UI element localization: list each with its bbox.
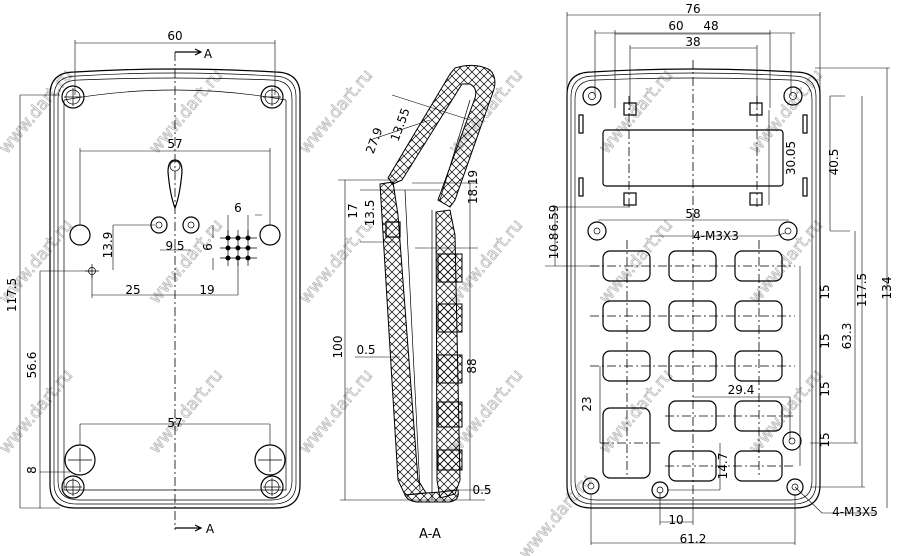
dim-boss-thread: 4-M3X3 bbox=[693, 229, 739, 243]
dim-corner-thread: 4-M3X5 bbox=[832, 505, 878, 519]
watermark: www.dart.ru bbox=[295, 366, 377, 458]
dim-slope-len: 27.9 bbox=[363, 126, 385, 156]
dim-inner-height: 88 bbox=[465, 358, 479, 373]
dim-grid-pitch-v: 6 bbox=[201, 243, 215, 251]
dim-holes-width-b: 48 bbox=[703, 19, 718, 33]
dim-step-inner: 13.5 bbox=[363, 200, 377, 227]
dim-total-height: 100 bbox=[331, 336, 345, 359]
section-view: 27.9 13.55 18.19 17 13.5 100 0.5 88 0.5 … bbox=[331, 64, 496, 542]
hole bbox=[259, 224, 281, 246]
watermark: www.dart.ru bbox=[515, 471, 597, 556]
dim-bottom-span: 61.2 bbox=[680, 532, 707, 546]
dim-hole-span-bottom: 57 bbox=[167, 416, 182, 430]
watermark: www.dart.ru bbox=[0, 366, 77, 458]
hole-grid bbox=[220, 230, 257, 266]
dim-height-holes: 117.5 bbox=[5, 278, 19, 312]
hole bbox=[69, 224, 91, 246]
dim-left-offset: 25 bbox=[125, 283, 140, 297]
dim-step-outer: 17 bbox=[346, 203, 360, 218]
screw-boss bbox=[61, 475, 85, 499]
back-view: 60 A A 57 6 6 13.9 9.5 25 19 117.5 56.6 … bbox=[5, 29, 301, 536]
watermark: www.dart.ru bbox=[595, 216, 677, 308]
watermark: www.dart.ru bbox=[145, 216, 227, 308]
dim-top-height: 18.19 bbox=[466, 170, 480, 204]
dim-right-offset: 19 bbox=[199, 283, 214, 297]
dim-key-pitch: 15 bbox=[818, 284, 832, 299]
screw-boss bbox=[260, 85, 284, 109]
dim-wall-front: 0.5 bbox=[356, 343, 375, 357]
section-marker-top: A bbox=[204, 47, 213, 61]
dim-display-offset: 40.5 bbox=[827, 149, 841, 176]
dim-boss-offset: 10.8 bbox=[547, 233, 561, 260]
dim-center-holes: 9.5 bbox=[165, 239, 184, 253]
watermark: www.dart.ru bbox=[0, 66, 77, 158]
section-marker-bottom: A bbox=[206, 522, 215, 536]
dim-key-pitch: 15 bbox=[818, 432, 832, 447]
dim-bottom-boss-offset: 10 bbox=[668, 513, 683, 527]
watermark: www.dart.ru bbox=[145, 66, 227, 158]
dim-keys-height: 63.3 bbox=[840, 323, 854, 350]
screw-boss bbox=[260, 475, 284, 499]
dim-key-pitch: 15 bbox=[818, 333, 832, 348]
screw-boss bbox=[61, 85, 85, 109]
watermark: www.dart.ru bbox=[145, 366, 227, 458]
watermark: www.dart.ru bbox=[745, 216, 827, 308]
watermark: www.dart.ru bbox=[295, 216, 377, 308]
dim-boss-span: 58 bbox=[685, 207, 700, 221]
dim-holes-width-a: 60 bbox=[668, 19, 683, 33]
dim-overall-height: 134 bbox=[880, 277, 894, 300]
dim-big-key: 23 bbox=[580, 396, 594, 411]
hanging-slot bbox=[167, 159, 183, 210]
watermark: www.dart.ru bbox=[745, 366, 827, 458]
dim-height-holes-front: 117.5 bbox=[855, 273, 869, 307]
dim-small-hole-offset: 13.9 bbox=[101, 232, 115, 259]
dim-clip-width: 38 bbox=[685, 35, 700, 49]
dim-key-offset: 14.7 bbox=[716, 453, 730, 480]
dim-slope-inner: 13.55 bbox=[388, 106, 413, 143]
dim-wall-bottom: 0.5 bbox=[472, 483, 491, 497]
dim-grid-pitch-h: 6 bbox=[234, 201, 242, 215]
dim-key-span: 29.4 bbox=[728, 383, 755, 397]
dim-key-pitch: 15 bbox=[818, 381, 832, 396]
front-view: 76 60 48 38 30.05 40.5 6.59 10.8 58 4-M3… bbox=[545, 2, 894, 546]
watermark: www.dart.ru bbox=[595, 366, 677, 458]
dim-overall-width: 76 bbox=[685, 2, 700, 16]
dim-clip-offset: 6.59 bbox=[547, 205, 561, 232]
dim-display-height: 30.05 bbox=[784, 141, 798, 175]
dim-bottom-offset: 8 bbox=[25, 466, 39, 474]
dim-lower-offset: 56.6 bbox=[25, 352, 39, 379]
dim-width-holes: 60 bbox=[167, 29, 182, 43]
dim-hole-span-top: 57 bbox=[167, 137, 182, 151]
section-title: A-A bbox=[419, 527, 441, 542]
